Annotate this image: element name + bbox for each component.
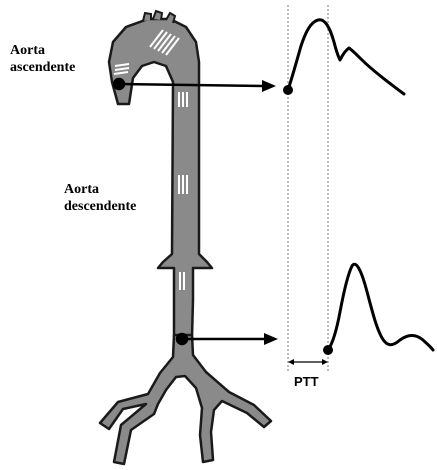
label-ascending-line-1: Aorta [10, 42, 75, 59]
lower-arrowhead [264, 333, 278, 345]
ptt-label: PTT [294, 374, 319, 389]
iliac-bifurcation [100, 335, 271, 464]
ptt-interval-arrow [288, 359, 328, 365]
descending-wave-foot [323, 345, 333, 355]
ascending-pulse-waveform [288, 20, 404, 94]
aorta-illustration [100, 11, 271, 464]
descending-pulse-waveform [328, 264, 433, 350]
label-descending-line-2: descendente [64, 198, 136, 215]
upper-arrowhead [262, 80, 276, 92]
label-ascending-line-2: ascendente [10, 59, 75, 76]
label-descending-line-1: Aorta [64, 181, 136, 198]
label-descending-aorta: Aorta descendente [64, 181, 136, 215]
ascending-wave-foot [283, 85, 293, 95]
aortic-arch [109, 19, 212, 337]
time-guide-lines [288, 5, 328, 372]
label-ascending-aorta: Aorta ascendente [10, 42, 75, 76]
